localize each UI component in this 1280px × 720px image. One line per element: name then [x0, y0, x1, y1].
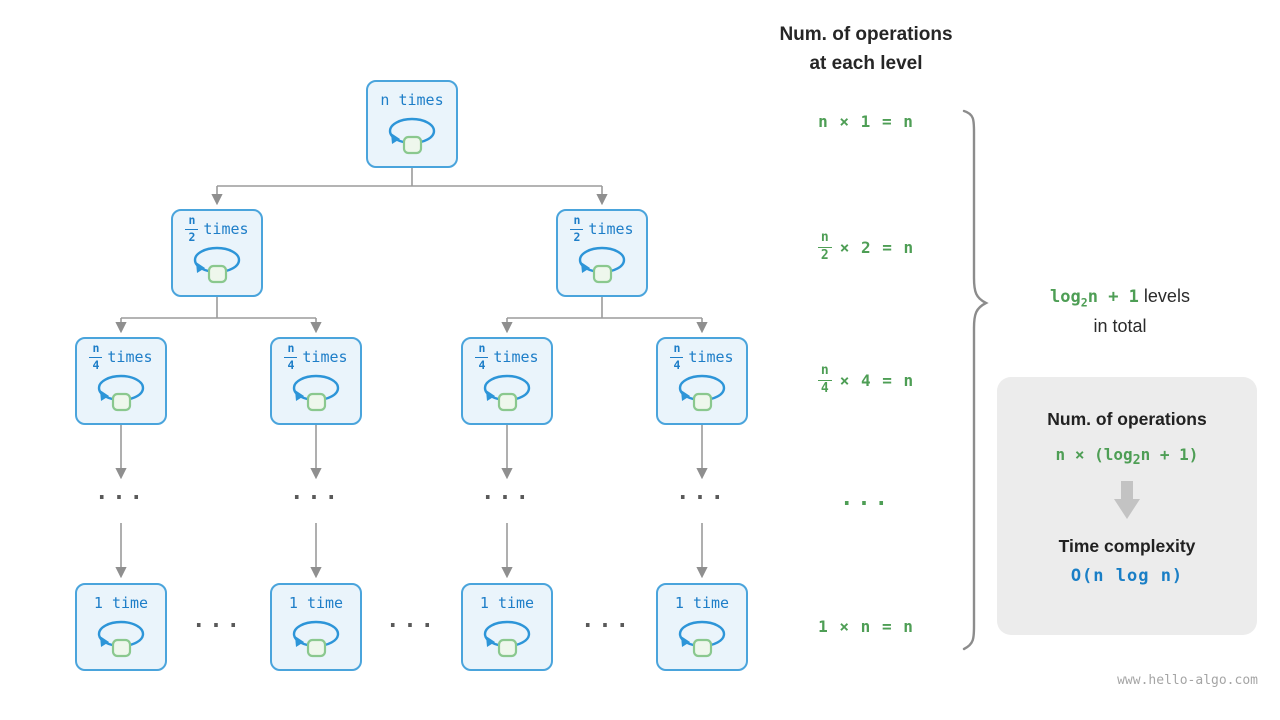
- node-label-text: times: [302, 348, 348, 366]
- title-line-2: at each level: [809, 53, 923, 75]
- ellipsis: ···: [95, 486, 147, 511]
- loop-arrow-icon: [97, 374, 145, 412]
- node-label-text: 1 time: [479, 594, 535, 612]
- down-arrow-icon: [1114, 481, 1140, 520]
- node-label-text: n times: [380, 91, 444, 109]
- node-label: 1 time: [675, 590, 729, 616]
- ellipsis: ···: [386, 614, 438, 639]
- equation-level-1: n × 1 = n: [818, 112, 914, 131]
- node-label-text: times: [688, 348, 734, 366]
- node-label-text: 1 time: [93, 594, 149, 612]
- summary-panel: Num. of operations n × (log2n + 1) Time …: [997, 377, 1257, 635]
- node-label-text: 1 time: [674, 594, 730, 612]
- connector-root: [217, 168, 602, 187]
- node-label-text: times: [588, 220, 634, 238]
- curly-brace: [962, 109, 989, 651]
- ellipsis: ···: [581, 614, 633, 639]
- loop-arrow-icon: [193, 246, 241, 284]
- panel-formula: n × (log2n + 1): [1055, 445, 1199, 469]
- loop-arrow-icon: [483, 374, 531, 412]
- node-label-text: times: [203, 220, 249, 238]
- tree-node-leaf-3: 1 time: [461, 583, 553, 671]
- levels-label: levels: [1143, 286, 1190, 306]
- node-label-text: times: [493, 348, 539, 366]
- connector-l2-right: [507, 297, 702, 319]
- node-label-text: times: [107, 348, 153, 366]
- panel-subtitle: Time complexity: [1058, 536, 1196, 557]
- operations-column-title: Num. of operations at each level: [740, 20, 992, 79]
- loop-arrow-icon: [97, 620, 145, 658]
- loop-arrow-icon: [578, 246, 626, 284]
- connector-l2-left: [121, 297, 316, 319]
- ellipsis: ···: [481, 486, 533, 511]
- loop-arrow-icon: [678, 374, 726, 412]
- node-label: n times: [380, 87, 443, 113]
- loop-arrow-icon: [678, 620, 726, 658]
- node-label: 1 time: [480, 590, 534, 616]
- levels-line-2: in total: [1093, 316, 1147, 337]
- tree-node-leaf-1: 1 time: [75, 583, 167, 671]
- node-label: 1 time: [94, 590, 148, 616]
- node-label-text: 1 time: [288, 594, 344, 612]
- log-formula: log2n + 1: [1050, 287, 1139, 310]
- levels-summary: log2n + 1 levels in total: [1002, 282, 1238, 342]
- loop-arrow-icon: [292, 374, 340, 412]
- time-complexity-value: O(n log n): [1070, 566, 1184, 587]
- panel-title: Num. of operations: [1047, 409, 1207, 429]
- levels-line-1: log2n + 1 levels: [1002, 282, 1238, 312]
- ellipsis: ···: [676, 486, 728, 511]
- tree-node-root: n times: [366, 80, 458, 168]
- ellipsis: ···: [290, 486, 342, 511]
- equation-level-n: 1 × n = n: [818, 617, 914, 636]
- loop-arrow-icon: [292, 620, 340, 658]
- equation-ellipsis: ···: [840, 492, 892, 517]
- watermark: www.hello-algo.com: [1117, 673, 1258, 688]
- ellipsis: ···: [192, 614, 244, 639]
- loop-arrow-icon: [483, 620, 531, 658]
- title-line-1: Num. of operations: [779, 24, 953, 45]
- loop-arrow-icon: [388, 117, 436, 155]
- node-label: 1 time: [289, 590, 343, 616]
- tree-node-leaf-4: 1 time: [656, 583, 748, 671]
- tree-node-leaf-2: 1 time: [270, 583, 362, 671]
